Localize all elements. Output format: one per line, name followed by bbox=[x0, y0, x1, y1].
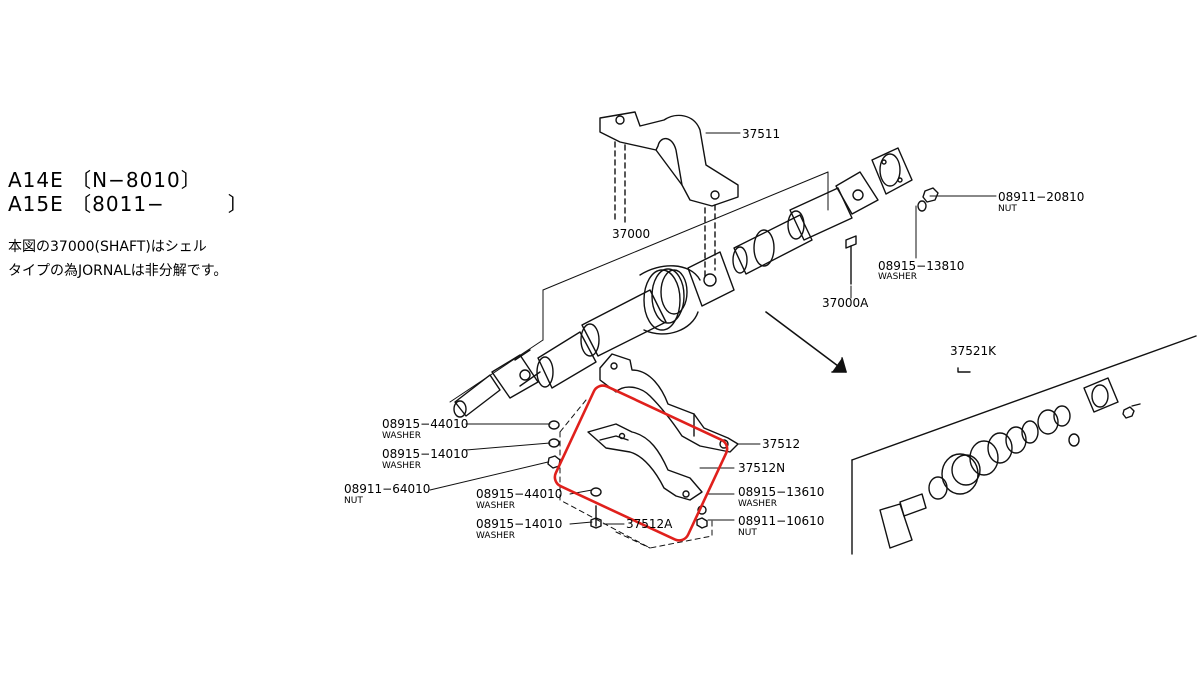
note-line-1: 本図の37000(SHAFT)はシェル bbox=[8, 239, 207, 255]
insulator-bracket-37512N bbox=[587, 423, 703, 501]
label-08915-14010-b-type: WASHER bbox=[476, 531, 515, 541]
rear-hardware bbox=[845, 187, 939, 285]
left-hardware bbox=[547, 420, 708, 529]
label-08911-64010: 08911−64010 bbox=[344, 482, 431, 496]
label-08915-44010-b-type: WASHER bbox=[476, 501, 515, 511]
propeller-shaft-37000 bbox=[453, 147, 913, 418]
label-37521K: 37521K bbox=[950, 344, 997, 358]
label-08915-44010-b: 08915−44010 bbox=[476, 487, 563, 501]
label-08915-13810: 08915−13810 bbox=[878, 259, 965, 273]
lower-bracket-37512 bbox=[599, 353, 739, 453]
label-08915-44010-a-type: WASHER bbox=[382, 431, 421, 441]
label-08915-14010-b: 08915−14010 bbox=[476, 517, 563, 531]
label-08911-10610-type: NUT bbox=[738, 528, 757, 538]
note-line-2: タイプの為JORNALは非分解です。 bbox=[8, 263, 228, 279]
label-37511: 37511 bbox=[742, 127, 781, 141]
shaft-group-outline bbox=[449, 171, 829, 403]
model-line-1: A14E 〔N−8010〕 bbox=[8, 164, 202, 193]
model-line-2: A15E 〔8011− 〕 bbox=[8, 188, 249, 217]
label-37512: 37512 bbox=[762, 437, 801, 451]
label-08915-44010-a: 08915−44010 bbox=[382, 417, 469, 431]
label-08911-64010-type: NUT bbox=[344, 496, 363, 506]
detail-arrow bbox=[765, 311, 847, 373]
bracket-guide-lines bbox=[559, 399, 713, 549]
label-37512N: 37512N bbox=[738, 461, 786, 475]
label-37512A: 37512A bbox=[626, 517, 673, 531]
label-08915-13610: 08915−13610 bbox=[738, 485, 825, 499]
model2-range: 〔8011− 〕 bbox=[71, 192, 249, 216]
upper-bracket-37511 bbox=[599, 111, 739, 281]
label-08911-20810-type: NUT bbox=[998, 204, 1017, 214]
label-08915-14010-a-type: WASHER bbox=[382, 461, 421, 471]
label-08915-13810-type: WASHER bbox=[878, 272, 917, 282]
label-08911-10610: 08911−10610 bbox=[738, 514, 825, 528]
leader-lines bbox=[429, 132, 997, 525]
inset-37521K bbox=[851, 335, 1197, 555]
label-08911-20810: 08911−20810 bbox=[998, 190, 1085, 204]
model2: A15E bbox=[8, 192, 64, 216]
label-37000A: 37000A bbox=[822, 296, 869, 310]
model1-range: 〔N−8010〕 bbox=[71, 168, 202, 192]
label-08915-13610-type: WASHER bbox=[738, 499, 777, 509]
highlight-box bbox=[553, 384, 729, 542]
label-37000: 37000 bbox=[612, 227, 651, 241]
model1: A14E bbox=[8, 168, 64, 192]
label-08915-14010-a: 08915−14010 bbox=[382, 447, 469, 461]
